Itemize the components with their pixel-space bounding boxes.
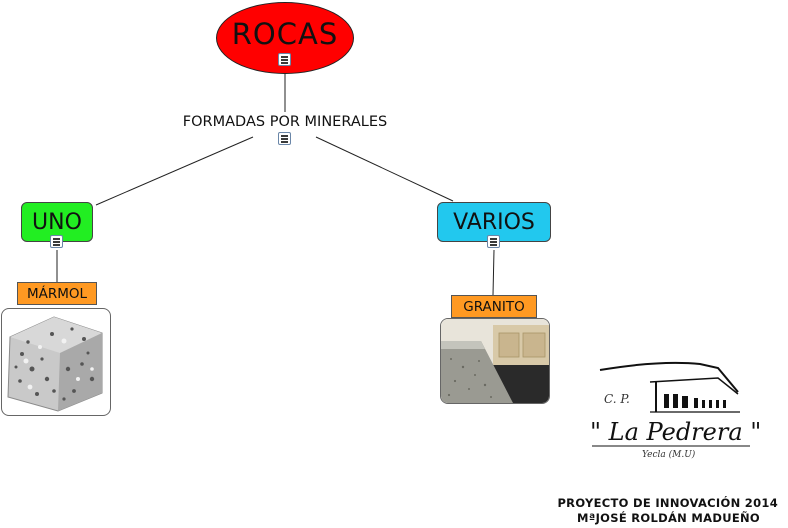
concept-granito[interactable]: GRANITO [451,295,537,318]
resource-document-icon[interactable] [278,53,291,66]
concept-marmol-label: MÁRMOL [26,285,88,302]
concept-rocas[interactable]: ROCAS [216,2,354,74]
logo-school-name: " La Pedrera " [590,418,762,446]
logo-cp-text: C. P. [604,392,630,406]
concept-marmol[interactable]: MÁRMOL [17,282,97,305]
granite-countertop-picture [441,319,549,403]
concept-varios-label: VARIOS [453,209,535,235]
concept-rocas-label: ROCAS [231,17,339,51]
logo-town-text: Yecla (M.U) [642,450,696,460]
connector-varios-granito [492,249,495,296]
connector-phrase-varios [315,136,454,202]
linking-phrase[interactable]: FORMADAS POR MINERALES [155,112,415,132]
connector-phrase-uno [95,136,254,206]
footer-author: MªJOSÉ ROLDÁN MADUEÑO [577,511,760,525]
school-building-drawing [592,361,750,447]
resource-document-icon[interactable] [487,235,500,248]
marble-rock-picture [7,316,103,412]
concept-granito-label: GRANITO [463,298,525,315]
linking-phrase-label: FORMADAS POR MINERALES [182,114,388,130]
school-logo: C. P. " La Pedrera " Yecla (M.U) [590,352,762,472]
footer-project: PROYECTO DE INNOVACIÓN 2014 [557,496,778,510]
concept-uno-label: UNO [32,209,82,235]
granite-image[interactable] [440,318,550,404]
marble-image[interactable] [1,308,111,416]
concept-uno[interactable]: UNO [21,202,93,242]
resource-document-icon[interactable] [278,132,291,145]
resource-document-icon[interactable] [50,235,63,248]
